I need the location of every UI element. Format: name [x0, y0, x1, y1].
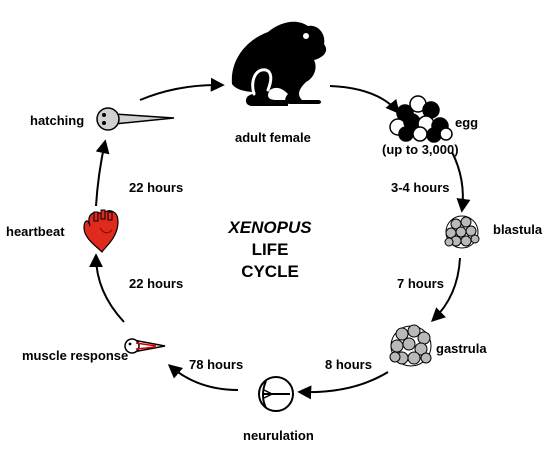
- stage-label-neurulation: neurulation: [243, 428, 314, 443]
- diagram-title-line3: CYCLE: [241, 262, 299, 281]
- stage-label-hatching: hatching: [30, 113, 85, 128]
- muscle-embryo-icon: [124, 338, 166, 354]
- duration-muscle-to-heartbeat: 22 hours: [129, 276, 184, 291]
- arrow-adult-to-egg: [329, 85, 400, 115]
- stage-label-heartbeat: heartbeat: [6, 224, 65, 239]
- tadpole-icon: [96, 107, 175, 131]
- neurula-icon: [258, 376, 294, 412]
- arrow-neurulation-to-muscle: [167, 364, 239, 391]
- egg-cluster-icon: [389, 95, 453, 143]
- arrow-gastrula-to-neurulation: [297, 371, 389, 400]
- duration-egg-to-blastula: 3-4 hours: [391, 180, 450, 195]
- arrow-hatching-to-adult: [139, 77, 225, 101]
- duration-gastrula-to-neurulation: 8 hours: [325, 357, 372, 372]
- stage-label-blastula: blastula: [493, 222, 543, 237]
- stage-label-egg: egg: [455, 115, 479, 130]
- duration-blastula-to-gastrula: 7 hours: [397, 276, 444, 291]
- diagram-title-line1: XENOPUS: [228, 218, 312, 237]
- arrow-heartbeat-to-hatching: [95, 139, 110, 207]
- duration-heartbeat-to-hatching: 22 hours: [129, 180, 184, 195]
- stage-label-adult: adult female: [235, 130, 311, 145]
- blastula-icon: [444, 215, 480, 249]
- frog-icon: [231, 21, 327, 107]
- stage-label-egg-count: (up to 3,000): [382, 142, 459, 157]
- duration-neurulation-to-muscle: 78 hours: [189, 357, 244, 372]
- gastrula-icon: [389, 324, 432, 367]
- stage-label-gastrula: gastrula: [436, 341, 487, 356]
- heart-icon: [83, 209, 119, 254]
- stage-label-muscle-response: muscle response: [22, 348, 129, 363]
- diagram-title-line2: LIFE: [251, 240, 289, 259]
- arrow-muscle-to-heartbeat: [89, 253, 125, 323]
- arrow-blastula-to-gastrula: [430, 257, 461, 322]
- arrow-egg-to-blastula: [451, 151, 471, 213]
